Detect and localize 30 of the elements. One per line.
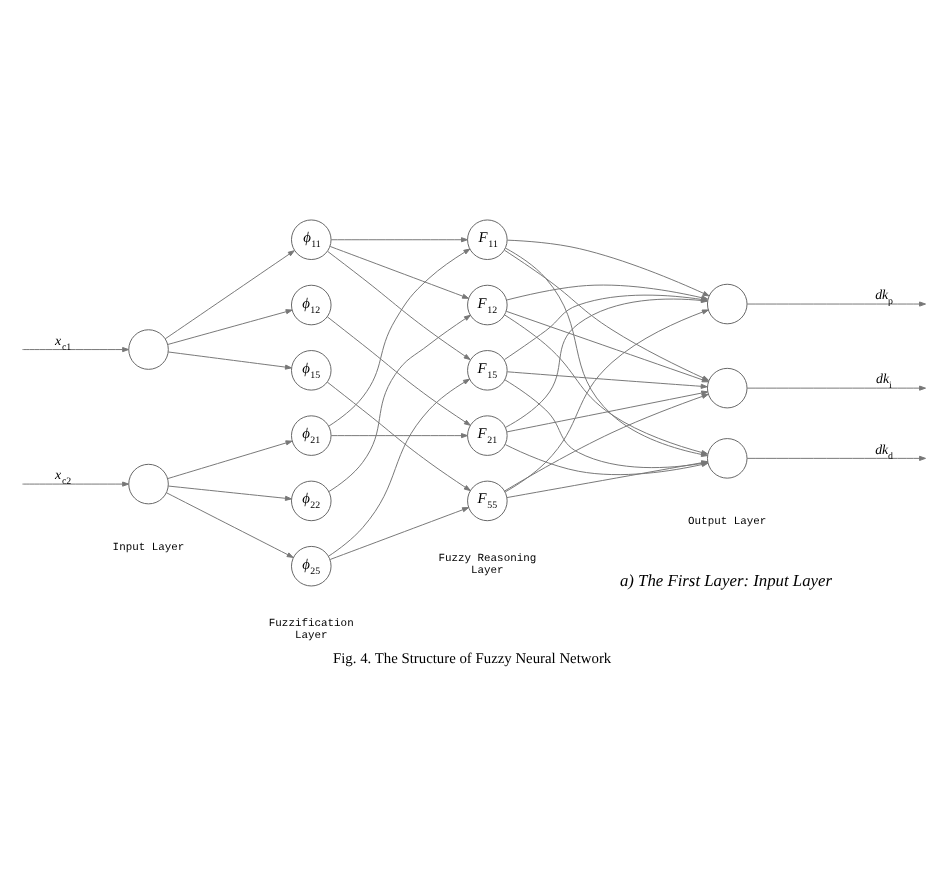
arrow xyxy=(330,432,468,438)
arrow xyxy=(22,345,130,352)
arrow xyxy=(329,245,469,298)
arrow xyxy=(329,506,469,559)
node-circle xyxy=(128,328,169,369)
arrow xyxy=(327,250,471,359)
arrow xyxy=(746,384,926,390)
arrow xyxy=(167,308,293,344)
arrow xyxy=(164,249,295,339)
arrow xyxy=(328,247,471,426)
arrow xyxy=(330,236,468,242)
arrow xyxy=(167,484,292,500)
arrow xyxy=(506,389,709,432)
node-circle xyxy=(706,366,748,408)
arrow xyxy=(506,238,710,296)
label: a) The First Layer: Input Layer xyxy=(619,571,833,590)
arrow xyxy=(22,480,130,486)
arrow xyxy=(165,491,294,557)
arrow xyxy=(326,380,471,491)
arrow xyxy=(746,454,926,460)
arrow xyxy=(746,300,926,306)
arrow xyxy=(328,377,470,556)
arrow xyxy=(328,313,471,492)
node-circle xyxy=(706,437,748,478)
arrow xyxy=(326,315,471,425)
node-circle xyxy=(706,282,748,324)
node-circle xyxy=(128,462,169,504)
arrow xyxy=(167,350,292,369)
arrow xyxy=(167,439,293,479)
caption: Fig. 4. The Structure of Fuzzy Neural Network xyxy=(333,648,612,667)
